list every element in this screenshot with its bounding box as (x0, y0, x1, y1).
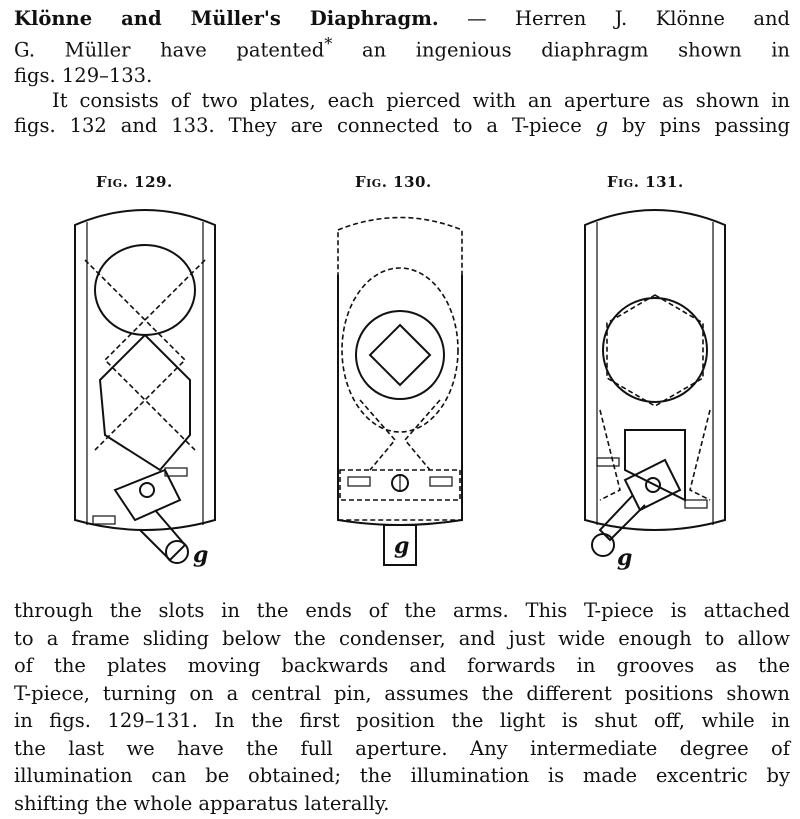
intro-line-5: figs. 132 and 133. They are connected to… (14, 113, 791, 137)
fig-131-svg: g (584, 209, 726, 571)
intro-line-3: figs. 129–133. (14, 63, 153, 87)
fig-131-label-g: g (617, 545, 632, 571)
body-paragraph: through the slots in the ends of the arm… (14, 597, 790, 817)
body-line-6: the last we have the full aperture. Any … (14, 736, 790, 760)
body-line-1: through the slots in the ends of the arm… (14, 599, 790, 622)
fig-129-drawing: g (65, 200, 225, 580)
intro-line-2: G. Müller have patented* an ingenious di… (14, 34, 790, 62)
intro-line-4: It consists of two plates, each pierced … (52, 88, 790, 112)
body-line-3: of the plates moving backwards and forwa… (14, 654, 790, 677)
body-line-8: shifting the whole apparatus laterally. (14, 791, 390, 815)
intro-paragraph: Klönne and Müller's Diaphragm. — Herren … (14, 6, 790, 138)
intro-line-1: Klönne and Müller's Diaphragm. — Herren … (14, 7, 791, 30)
body-line-2: to a frame sliding below the condenser, … (14, 626, 790, 650)
fig-130-caption: Fig. 130. (355, 173, 432, 191)
body-line-7: illumination can be obtained; the illumi… (14, 764, 790, 787)
fig-129-label-g: g (193, 542, 208, 568)
fig-131-drawing: g (575, 200, 735, 580)
fig-129-caption: Fig. 129. (96, 173, 173, 191)
footnote-marker: * (324, 34, 333, 53)
body-line-5: in figs. 129–131. In the first position … (14, 709, 790, 732)
fig-131-caption: Fig. 131. (607, 173, 684, 191)
section-heading: Klönne and Müller's Diaphragm. (14, 7, 439, 30)
fig-130-svg: g (337, 216, 463, 566)
fig-129-svg: g (74, 209, 216, 568)
body-line-4: T-piece, turning on a central pin, assum… (14, 681, 790, 705)
fig-130-drawing: g (320, 200, 480, 580)
fig-130-label-g: g (394, 533, 409, 559)
